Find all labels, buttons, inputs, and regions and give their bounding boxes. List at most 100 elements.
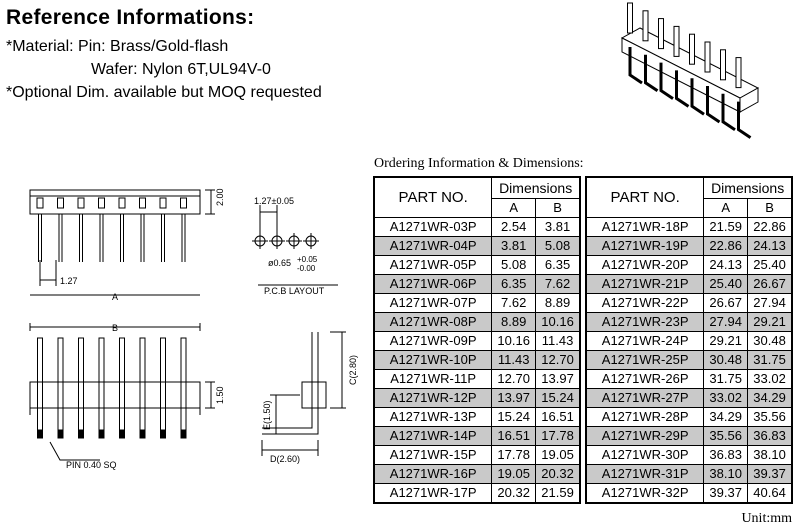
front-pin bbox=[119, 337, 125, 439]
col-a-header: A bbox=[491, 198, 537, 218]
dim-b-cell: 22.86 bbox=[747, 217, 793, 237]
part-number-cell: A1271WR-07P bbox=[373, 293, 493, 313]
dim-b-cell: 5.08 bbox=[535, 236, 581, 256]
dim-a-cell: 27.94 bbox=[703, 312, 749, 332]
front-pin bbox=[37, 337, 43, 439]
part-number-cell: A1271WR-32P bbox=[585, 483, 705, 504]
dim-b-cell: 26.67 bbox=[747, 274, 793, 294]
dim-a-cell: 5.08 bbox=[491, 255, 537, 275]
dim-b-label: B bbox=[112, 323, 118, 333]
pcb-pitch-label: 1.27±0.05 bbox=[254, 196, 294, 206]
dim-1-27-label: 1.27 bbox=[60, 276, 78, 286]
dim-a-cell: 24.13 bbox=[703, 255, 749, 275]
part-number-cell: A1271WR-17P bbox=[373, 483, 493, 504]
dim-b-cell: 10.16 bbox=[535, 312, 581, 332]
part-number-cell: A1271WR-31P bbox=[585, 464, 705, 484]
dim-a-cell: 29.21 bbox=[703, 331, 749, 351]
dim-b-cell: 19.05 bbox=[535, 445, 581, 465]
dim-a-cell: 39.37 bbox=[703, 483, 749, 504]
dim-a-cell: 11.43 bbox=[491, 350, 537, 370]
dim-a-cell: 13.97 bbox=[491, 388, 537, 408]
dim-b-cell: 15.24 bbox=[535, 388, 581, 408]
unit-note: Unit:mm bbox=[741, 511, 792, 526]
front-pin bbox=[57, 337, 64, 439]
dim-b-cell: 35.56 bbox=[747, 407, 793, 427]
dim-a-cell: 17.78 bbox=[491, 445, 537, 465]
dim-a-cell: 35.56 bbox=[703, 426, 749, 446]
dim-a-cell: 2.54 bbox=[491, 217, 537, 237]
dim-a-cell: 34.29 bbox=[703, 407, 749, 427]
part-number-cell: A1271WR-26P bbox=[585, 369, 705, 389]
illustration-pin bbox=[627, 2, 633, 34]
pcb-hole-dia: ø0.65 bbox=[268, 258, 291, 268]
part-number-cell: A1271WR-23P bbox=[585, 312, 705, 332]
dimensions-header: Dimensions bbox=[491, 176, 581, 199]
dim-a-cell: 26.67 bbox=[703, 293, 749, 313]
dim-b-cell: 24.13 bbox=[747, 236, 793, 256]
dim-a-cell: 36.83 bbox=[703, 445, 749, 465]
front-pin bbox=[160, 337, 166, 439]
ordering-caption: Ordering Information & Dimensions: bbox=[374, 156, 584, 171]
dim-b-cell: 12.70 bbox=[535, 350, 581, 370]
material-line: *Material: Pin: Brass/Gold-flash bbox=[6, 38, 229, 55]
illustration-pin bbox=[642, 10, 649, 42]
front-pin bbox=[78, 337, 84, 439]
part-number-cell: A1271WR-29P bbox=[585, 426, 705, 446]
connector-illustration bbox=[620, 2, 760, 139]
dim-a-label: A bbox=[112, 292, 118, 302]
front-pin bbox=[180, 337, 187, 439]
dim-b-cell: 16.51 bbox=[535, 407, 581, 427]
top-pin-pad bbox=[139, 197, 146, 209]
illustration-pin bbox=[704, 41, 711, 73]
technical-drawings: 2.00 1.27 A B 1.50 PIN 0.40 SQ 1.27±0.05… bbox=[29, 188, 358, 470]
dim-b-cell: 6.35 bbox=[535, 255, 581, 275]
part-number-cell: A1271WR-28P bbox=[585, 407, 705, 427]
dim-a-cell: 7.62 bbox=[491, 293, 537, 313]
dim-b-cell: 33.02 bbox=[747, 369, 793, 389]
dim-b-cell: 13.97 bbox=[535, 369, 581, 389]
part-number-cell: A1271WR-10P bbox=[373, 350, 493, 370]
dim-d-label: D(2.60) bbox=[270, 454, 300, 464]
col-b-header: B bbox=[535, 198, 581, 218]
part-number-cell: A1271WR-06P bbox=[373, 274, 493, 294]
dim-a-cell: 20.32 bbox=[491, 483, 537, 504]
dim-b-cell: 29.21 bbox=[747, 312, 793, 332]
dim-a-cell: 31.75 bbox=[703, 369, 749, 389]
dim-a-cell: 21.59 bbox=[703, 217, 749, 237]
part-no-header: PART NO. bbox=[585, 176, 705, 218]
part-number-cell: A1271WR-14P bbox=[373, 426, 493, 446]
part-number-cell: A1271WR-13P bbox=[373, 407, 493, 427]
part-number-cell: A1271WR-03P bbox=[373, 217, 493, 237]
part-number-cell: A1271WR-25P bbox=[585, 350, 705, 370]
part-number-cell: A1271WR-12P bbox=[373, 388, 493, 408]
dim-a-cell: 16.51 bbox=[491, 426, 537, 446]
part-number-cell: A1271WR-16P bbox=[373, 464, 493, 484]
pcb-layout-label: P.C.B LAYOUT bbox=[264, 286, 325, 296]
part-number-cell: A1271WR-05P bbox=[373, 255, 493, 275]
dim-a-cell: 22.86 bbox=[703, 236, 749, 256]
pcb-hole-tol-plus: +0.05 bbox=[297, 255, 318, 264]
dim-a-cell: 6.35 bbox=[491, 274, 537, 294]
part-number-cell: A1271WR-15P bbox=[373, 445, 493, 465]
part-number-cell: A1271WR-21P bbox=[585, 274, 705, 294]
dim-b-cell: 39.37 bbox=[747, 464, 793, 484]
illustration-pin bbox=[720, 49, 726, 81]
part-number-cell: A1271WR-09P bbox=[373, 331, 493, 351]
